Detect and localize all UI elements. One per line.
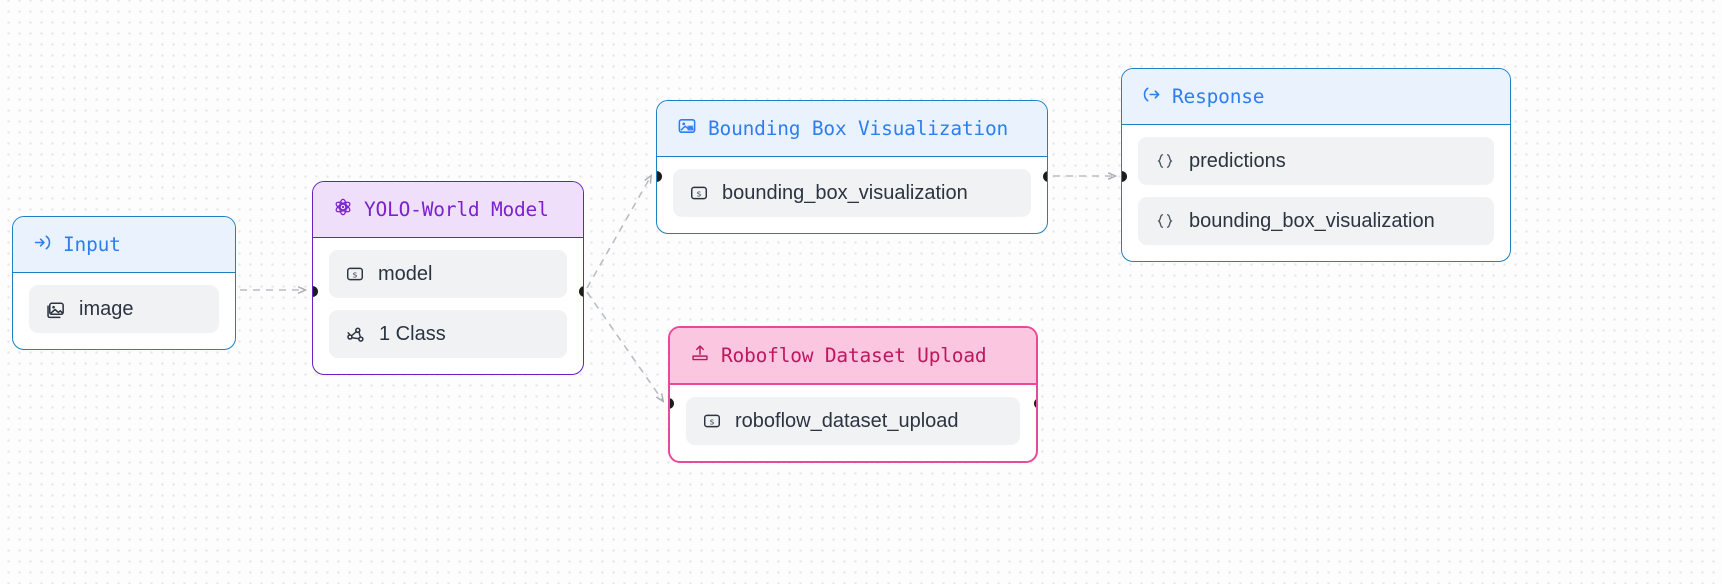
image-icon <box>45 299 66 320</box>
row-bounding-box-visualization-label: bounding_box_visualization <box>722 181 968 204</box>
row-image-label: image <box>79 297 134 320</box>
node-roboflow-dataset-upload[interactable]: Roboflow Dataset Upload s roboflow_datas… <box>668 326 1038 463</box>
model-atom-icon <box>333 197 353 222</box>
string-param-icon: s <box>689 183 709 203</box>
node-bounding-box-visualization-body: s bounding_box_visualization <box>657 157 1047 233</box>
svg-text:s: s <box>709 417 714 427</box>
port-model-input[interactable] <box>313 286 318 297</box>
node-input[interactable]: Input image <box>12 216 236 350</box>
edge-model-to-bbox <box>586 176 651 289</box>
node-bounding-box-visualization-title: Bounding Box Visualization <box>708 117 1009 140</box>
svg-text:s: s <box>696 189 701 199</box>
port-roboflow-output[interactable] <box>1034 398 1036 409</box>
node-roboflow-dataset-upload-header: Roboflow Dataset Upload <box>670 328 1036 385</box>
row-classes[interactable]: 1 Class <box>329 310 567 358</box>
row-model-label: model <box>378 262 433 285</box>
row-predictions-label: predictions <box>1189 149 1286 172</box>
node-bounding-box-visualization-header: Bounding Box Visualization <box>657 101 1047 157</box>
node-response-body: predictions bounding_box_visualization <box>1122 125 1510 261</box>
row-response-bounding-box-visualization[interactable]: bounding_box_visualization <box>1138 197 1494 245</box>
node-input-header: Input <box>13 217 235 273</box>
row-response-bounding-box-visualization-label: bounding_box_visualization <box>1189 209 1435 232</box>
port-bbox-output[interactable] <box>1043 171 1047 182</box>
row-model[interactable]: s model <box>329 250 567 298</box>
node-input-body: image <box>13 273 235 349</box>
node-roboflow-dataset-upload-title: Roboflow Dataset Upload <box>721 344 987 367</box>
svg-text:s: s <box>352 270 357 280</box>
row-bounding-box-visualization[interactable]: s bounding_box_visualization <box>673 169 1031 217</box>
string-param-icon: s <box>702 411 722 431</box>
row-predictions[interactable]: predictions <box>1138 137 1494 185</box>
output-arrow-icon <box>1142 85 1161 109</box>
port-bbox-input[interactable] <box>657 171 662 182</box>
string-param-icon: s <box>345 264 365 284</box>
node-yolo-world-model-header: YOLO-World Model <box>313 182 583 238</box>
port-model-output[interactable] <box>579 286 583 297</box>
image-visualization-icon <box>677 116 697 141</box>
node-yolo-world-model-body: s model 1 Class <box>313 238 583 374</box>
node-bounding-box-visualization[interactable]: Bounding Box Visualization s bounding_bo… <box>656 100 1048 234</box>
node-response-header: Response <box>1122 69 1510 125</box>
row-roboflow-dataset-upload[interactable]: s roboflow_dataset_upload <box>686 397 1020 445</box>
row-roboflow-dataset-upload-label: roboflow_dataset_upload <box>735 409 959 432</box>
node-yolo-world-model[interactable]: YOLO-World Model s model <box>312 181 584 375</box>
json-braces-icon <box>1154 211 1176 231</box>
node-response-title: Response <box>1172 85 1265 108</box>
row-image[interactable]: image <box>29 285 219 333</box>
input-arrow-icon <box>33 233 52 257</box>
port-roboflow-input[interactable] <box>670 398 674 409</box>
node-response[interactable]: Response predictions <box>1121 68 1511 262</box>
node-input-title: Input <box>63 233 121 256</box>
node-roboflow-dataset-upload-body: s roboflow_dataset_upload <box>670 385 1036 461</box>
classes-graph-icon <box>345 324 366 345</box>
port-response-input[interactable] <box>1122 171 1127 182</box>
upload-icon <box>690 343 710 368</box>
node-yolo-world-model-title: YOLO-World Model <box>364 198 549 221</box>
edge-model-to-roboflow <box>586 291 663 401</box>
json-braces-icon <box>1154 151 1176 171</box>
row-classes-label: 1 Class <box>379 322 446 345</box>
